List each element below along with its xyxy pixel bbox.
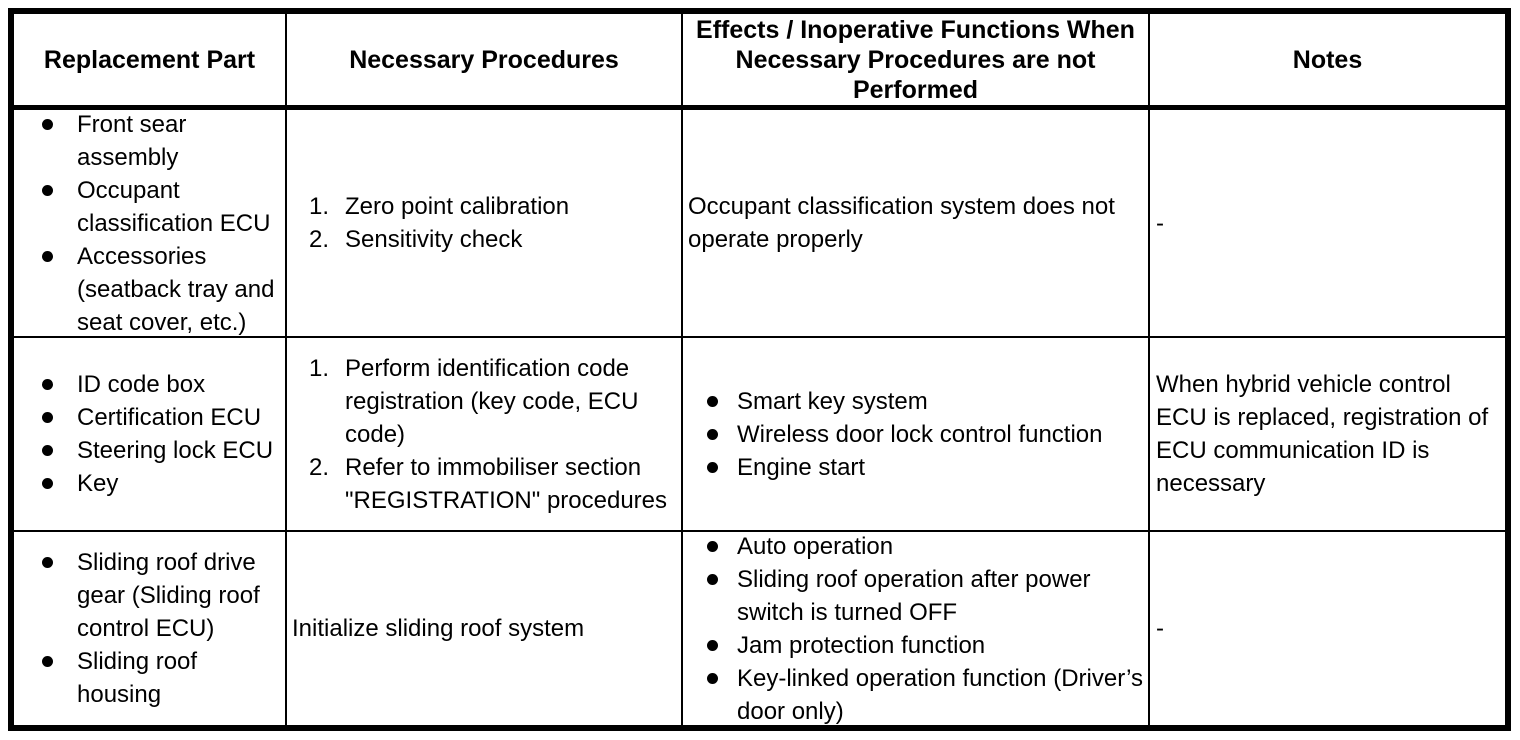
bullet-icon bbox=[42, 240, 77, 262]
cell-text: When hybrid vehicle control ECU is repla… bbox=[1156, 371, 1489, 497]
bullet-icon bbox=[707, 385, 737, 407]
cell-procedures-row-3: Initialize sliding roof system bbox=[287, 532, 683, 725]
list-item-text: Auto operation bbox=[737, 532, 894, 560]
cell-procedures-row-2: 1. Perform identification code registrati… bbox=[287, 338, 683, 532]
list-item: Engine start bbox=[707, 451, 1143, 484]
bullet-icon bbox=[42, 467, 77, 489]
list-item: Auto operation bbox=[707, 532, 1143, 563]
bullet-icon bbox=[42, 368, 77, 390]
list-item-text: Zero point calibration bbox=[345, 193, 570, 220]
bullet-list: Sliding roof drive gear (Sliding roof co… bbox=[14, 546, 285, 711]
list-item: 1. Perform identification code registrati… bbox=[309, 352, 677, 451]
list-item-text: Front sear assembly bbox=[77, 110, 187, 171]
list-item: Key-linked operation function (Driver’s … bbox=[707, 662, 1143, 726]
list-item-text: Certification ECU bbox=[77, 404, 262, 431]
numbered-list: 1. Perform identification code registrati… bbox=[287, 352, 681, 517]
list-item-text: Sensitivity check bbox=[345, 226, 523, 253]
list-item-text: Perform identification code registration… bbox=[345, 354, 639, 448]
list-item: 2. Sensitivity check bbox=[309, 223, 677, 256]
list-item-text: Sliding roof housing bbox=[77, 648, 198, 708]
column-header-label: Necessary Procedures bbox=[349, 45, 619, 74]
list-item-text: Key bbox=[77, 470, 119, 497]
bullet-icon bbox=[42, 546, 77, 568]
column-header-notes: Notes bbox=[1150, 14, 1505, 110]
bullet-icon bbox=[707, 662, 737, 684]
bullet-icon bbox=[707, 629, 737, 651]
list-item: Steering lock ECU bbox=[42, 434, 281, 467]
column-header-effects: Effects / Inoperative Functions When Nec… bbox=[683, 14, 1150, 110]
list-item: 2. Refer to immobiliser section "REGISTRA… bbox=[309, 451, 677, 517]
list-item-text: Steering lock ECU bbox=[77, 437, 274, 464]
bullet-icon bbox=[707, 563, 737, 585]
list-item: Sliding roof operation after power switc… bbox=[707, 563, 1143, 629]
cell-notes-row-3: - bbox=[1150, 532, 1505, 725]
list-item: ID code box bbox=[42, 368, 281, 401]
list-item-text: Jam protection function bbox=[737, 631, 986, 659]
list-item: Certification ECU bbox=[42, 401, 281, 434]
item-number: 2. bbox=[309, 453, 330, 481]
numbered-list: 1. Zero point calibration 2. Sensitivity ch… bbox=[287, 190, 681, 256]
list-item: Smart key system bbox=[707, 385, 1143, 418]
bullet-icon bbox=[707, 532, 737, 552]
bullet-icon bbox=[42, 110, 77, 130]
cell-notes-row-1: - bbox=[1150, 110, 1505, 338]
list-item: Jam protection function bbox=[707, 629, 1143, 662]
item-number: 2. bbox=[309, 226, 330, 253]
column-header-replacement-part: Replacement Part bbox=[14, 14, 287, 110]
list-item: Accessories (seatback tray and seat cove… bbox=[42, 240, 281, 337]
cell-notes-row-2: When hybrid vehicle control ECU is repla… bbox=[1150, 338, 1505, 532]
list-item: 1. Zero point calibration bbox=[309, 190, 677, 223]
list-item-text: Engine start bbox=[737, 453, 866, 481]
list-item-text: Occupant classification ECU bbox=[77, 176, 271, 237]
list-item: Sliding roof drive gear (Sliding roof co… bbox=[42, 546, 281, 645]
bullet-icon bbox=[42, 645, 77, 667]
cell-text: - bbox=[1156, 209, 1164, 237]
list-item-text: Sliding roof operation after power switc… bbox=[737, 565, 1091, 626]
list-item-text: Key-linked operation function (Driver’s … bbox=[737, 664, 1143, 725]
list-item-text: ID code box bbox=[77, 371, 206, 398]
cell-procedures-row-1: 1. Zero point calibration 2. Sensitivity ch… bbox=[287, 110, 683, 338]
list-item-text: Sliding roof drive gear (Sliding roof co… bbox=[77, 549, 260, 642]
bullet-icon bbox=[42, 174, 77, 196]
list-item-text: Refer to immobiliser section "REGISTRATI… bbox=[345, 453, 668, 514]
list-item: Occupant classification ECU bbox=[42, 174, 281, 240]
cell-effects-row-1: Occupant classification system does not … bbox=[683, 110, 1150, 338]
item-number: 1. bbox=[309, 354, 330, 382]
list-item: Wireless door lock control function bbox=[707, 418, 1143, 451]
list-item-text: Accessories (seatback tray and seat cove… bbox=[77, 242, 275, 336]
list-item: Sliding roof housing bbox=[42, 645, 281, 711]
column-header-necessary-procedures: Necessary Procedures bbox=[287, 14, 683, 110]
item-number: 1. bbox=[309, 193, 330, 220]
column-header-label: Notes bbox=[1292, 45, 1363, 74]
list-item-text: Wireless door lock control function bbox=[737, 420, 1103, 448]
cell-text: Initialize sliding roof system bbox=[292, 615, 585, 642]
bullet-icon bbox=[707, 418, 737, 440]
replacement-parts-table: Replacement Part Necessary Procedures Ef… bbox=[8, 8, 1511, 731]
bullet-icon bbox=[707, 451, 737, 473]
bullet-icon bbox=[42, 401, 77, 423]
list-item-text: Smart key system bbox=[737, 387, 928, 415]
list-item: Front sear assembly bbox=[42, 110, 281, 174]
column-header-label: Effects / Inoperative Functions When Nec… bbox=[696, 15, 1135, 104]
cell-text: - bbox=[1156, 615, 1164, 642]
column-header-label: Replacement Part bbox=[43, 45, 256, 74]
cell-text: Occupant classification system does not … bbox=[688, 193, 1115, 253]
list-item: Key bbox=[42, 467, 281, 500]
cell-replacement-part-row-3: Sliding roof drive gear (Sliding roof co… bbox=[14, 532, 287, 725]
bullet-icon bbox=[42, 434, 77, 456]
